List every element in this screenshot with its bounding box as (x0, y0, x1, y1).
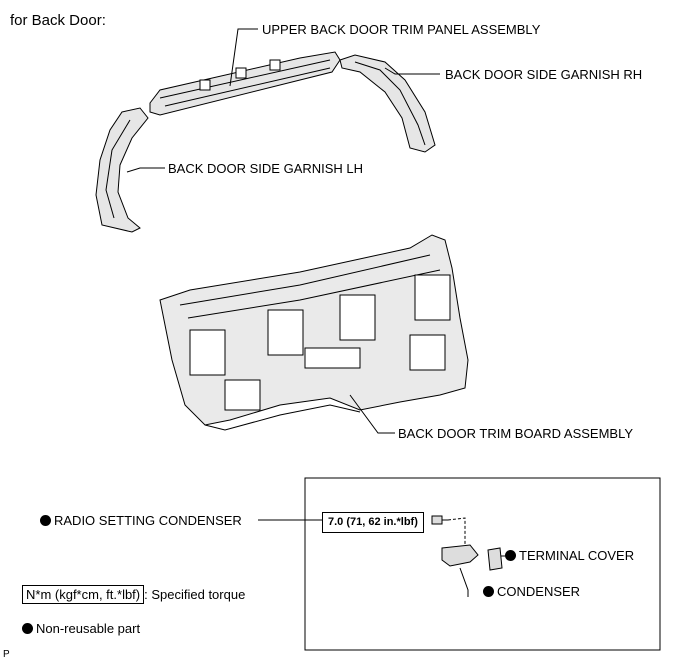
legend-nonreusable: Non-reusable part (22, 621, 140, 636)
label-condenser: CONDENSER (483, 584, 580, 599)
label-garnish-lh: BACK DOOR SIDE GARNISH LH (168, 161, 364, 176)
nonreusable-text: Non-reusable part (36, 621, 141, 636)
label-radio-condenser: RADIO SETTING CONDENSER (40, 513, 242, 528)
page-title: for Back Door: (10, 12, 106, 29)
torque-value-box: 7.0 (71, 62 in.*lbf) (322, 512, 424, 533)
condenser-text: CONDENSER (497, 584, 581, 599)
torque-unit-box: N*m (kgf*cm, ft.*lbf) (22, 585, 145, 604)
terminal-cover-text: TERMINAL COVER (519, 548, 635, 563)
footer-code: P (3, 649, 10, 660)
detail-box (304, 477, 661, 651)
condenser-shape (441, 544, 479, 567)
label-garnish-rh: BACK DOOR SIDE GARNISH RH (445, 67, 643, 82)
nonreusable-dot-icon (483, 586, 494, 597)
trim-board-shape (159, 234, 469, 431)
terminal-cover-shape (487, 547, 503, 571)
torque-desc: : Specified torque (144, 587, 246, 602)
nonreusable-dot-icon (505, 550, 516, 561)
radio-condenser-text: RADIO SETTING CONDENSER (54, 513, 242, 528)
garnish-lh-shape (95, 107, 149, 233)
screw-shape (431, 515, 466, 548)
nonreusable-dot-icon (40, 515, 51, 526)
legend-torque: N*m (kgf*cm, ft.*lbf): Specified torque (22, 585, 245, 604)
label-terminal-cover: TERMINAL COVER (505, 548, 634, 563)
label-upper-trim: UPPER BACK DOOR TRIM PANEL ASSEMBLY (262, 22, 541, 37)
nonreusable-dot-icon (22, 623, 33, 634)
leader-lines (126, 28, 505, 597)
garnish-rh-shape (339, 54, 436, 153)
upper-trim-panel-shape (149, 51, 341, 116)
label-trim-board: BACK DOOR TRIM BOARD ASSEMBLY (398, 426, 634, 441)
